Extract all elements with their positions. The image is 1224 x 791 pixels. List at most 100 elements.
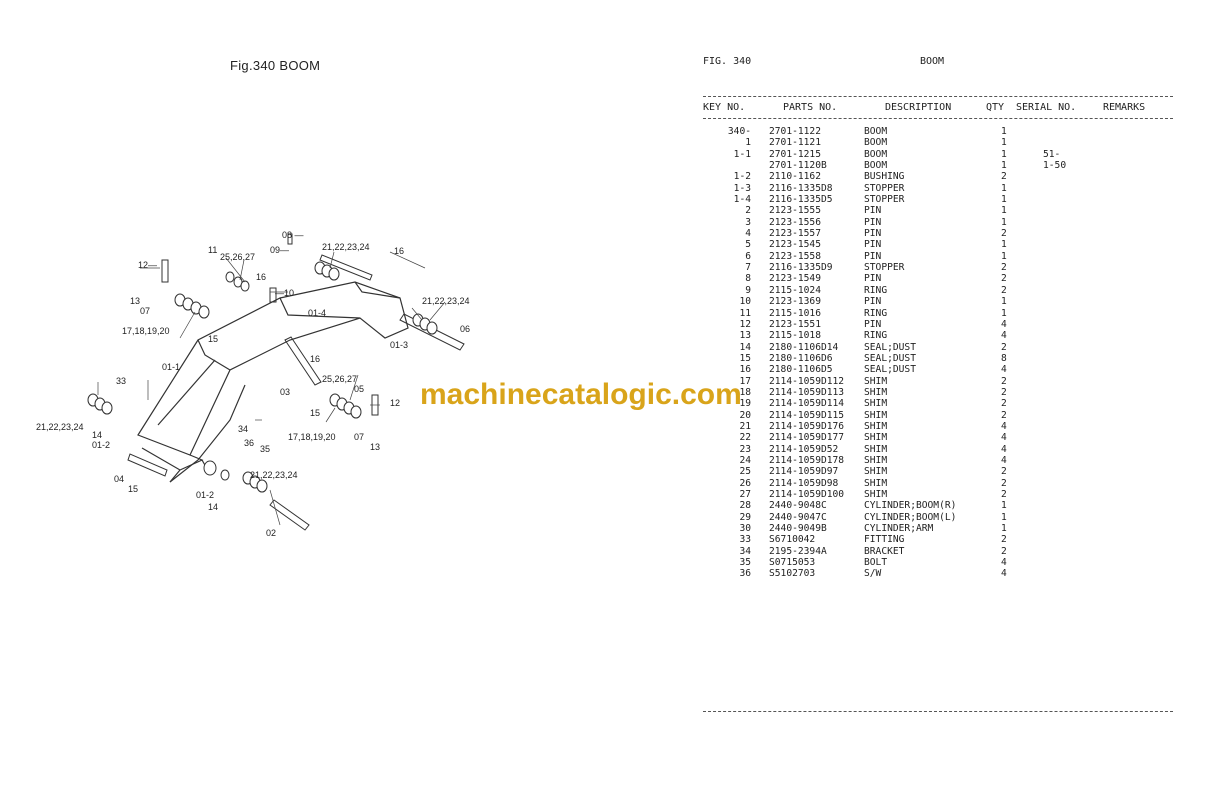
parts-no-cell: 2701-1120B: [769, 160, 827, 172]
qty-cell: 2: [1001, 466, 1007, 478]
qty-cell: 1: [1001, 205, 1007, 217]
key-no-cell: 5: [745, 239, 751, 251]
description-cell: SHIM: [864, 409, 888, 421]
description-cell: RING: [864, 330, 888, 342]
key-no-cell: 1-3: [733, 182, 751, 194]
description-cell: PIN: [864, 216, 882, 228]
svg-text:02: 02: [266, 528, 276, 538]
qty-cell: 1: [1001, 523, 1007, 535]
parts-no-cell: 2114-1059D112: [769, 375, 845, 387]
description-cell: STOPPER: [864, 262, 905, 274]
svg-text:—10: —10: [275, 288, 294, 298]
svg-text:13: 13: [130, 296, 140, 306]
parts-no-cell: 2114-1059D114: [769, 398, 845, 410]
description-cell: BOOM: [864, 148, 888, 160]
key-no-cell: 14: [739, 341, 751, 353]
description-cell: SHIM: [864, 386, 888, 398]
svg-text:21,22,23,24: 21,22,23,24: [250, 470, 298, 480]
key-no-cell: 8: [745, 273, 751, 285]
key-no-cell: 23: [739, 443, 751, 455]
description-cell: BOLT: [864, 557, 888, 569]
serial-no-cell: 51-: [1043, 148, 1061, 160]
description-cell: PIN: [864, 239, 882, 251]
svg-text:13: 13: [370, 442, 380, 452]
key-no-cell: 28: [739, 500, 751, 512]
qty-cell: 1: [1001, 296, 1007, 308]
key-no-cell: 19: [739, 398, 751, 410]
svg-text:35: 35: [260, 444, 270, 454]
parts-no-cell: 2123-1551: [769, 318, 821, 330]
watermark-text: machinecatalogic.com: [420, 378, 742, 411]
qty-cell: 1: [1001, 194, 1007, 206]
svg-text:05: 05: [354, 384, 364, 394]
svg-text:15: 15: [208, 334, 218, 344]
key-no-cell: 18: [739, 386, 751, 398]
key-no-cell: 24: [739, 454, 751, 466]
parts-no-cell: 2114-1059D52: [769, 443, 839, 455]
qty-cell: 1: [1001, 216, 1007, 228]
header-rule-bottom: [703, 118, 1173, 119]
key-no-cell: 1-2: [733, 171, 751, 183]
svg-text:07: 07: [140, 306, 150, 316]
parts-no-cell: 2114-1059D97: [769, 466, 839, 478]
qty-cell: 1: [1001, 500, 1007, 512]
qty-cell: 1: [1001, 239, 1007, 251]
key-no-cell: 1: [745, 137, 751, 149]
qty-cell: 2: [1001, 489, 1007, 500]
qty-cell: 2: [1001, 273, 1007, 285]
description-cell: SHIM: [864, 466, 888, 478]
svg-text:12—: 12—: [138, 260, 157, 270]
svg-text:01-4: 01-4: [308, 308, 326, 318]
parts-no-cell: 2114-1059D100: [769, 489, 845, 500]
qty-cell: 1: [1001, 511, 1007, 523]
svg-text:04: 04: [114, 474, 124, 484]
key-no-cell: 22: [739, 432, 751, 444]
parts-no-cell: S5102703: [769, 568, 816, 580]
qty-cell: 1: [1001, 250, 1007, 262]
qty-cell: 1: [1001, 148, 1007, 160]
key-no-cell: 30: [739, 523, 751, 535]
header-rule-top: [703, 96, 1173, 97]
qty-cell: 2: [1001, 398, 1007, 410]
parts-no-cell: 2180-1106D5: [769, 364, 833, 376]
parts-no-cell: S6710042: [769, 534, 816, 546]
parts-no-cell: 2701-1121: [769, 137, 821, 149]
description-cell: BOOM: [864, 126, 888, 137]
parts-no-cell: 2115-1024: [769, 284, 821, 296]
footer-rule: [703, 711, 1173, 712]
key-no-cell: 12: [739, 318, 751, 330]
svg-text:11: 11: [208, 245, 217, 255]
svg-text:21,22,23,24: 21,22,23,24: [36, 422, 84, 432]
diagram-callouts: 08 — 09— 11 25,26,27 21,22,23,24 16 12— …: [36, 230, 470, 538]
qty-cell: 2: [1001, 228, 1007, 240]
header-serial-no: SERIAL NO.: [1016, 102, 1077, 113]
svg-text:01-3: 01-3: [390, 340, 408, 350]
key-no-cell: 6: [745, 250, 751, 262]
qty-cell: 2: [1001, 341, 1007, 353]
description-cell: CYLINDER;ARM: [864, 523, 934, 535]
qty-cell: 2: [1001, 477, 1007, 489]
parts-no-cell: 2123-1549: [769, 273, 821, 285]
description-cell: FITTING: [864, 534, 905, 546]
parts-no-cell: 2114-1059D178: [769, 454, 845, 466]
parts-no-cell: 2116-1335D8: [769, 182, 833, 194]
